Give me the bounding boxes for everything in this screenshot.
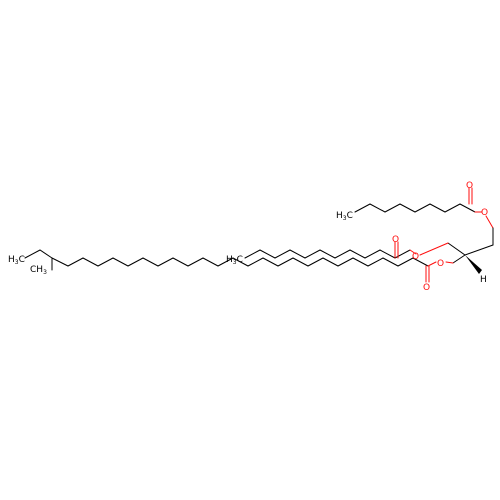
oxygen-carbonyl-decanoyl: O: [392, 235, 399, 245]
stereo-hydrogen: H: [480, 275, 487, 285]
oxygen-ester-long: O: [437, 259, 444, 269]
methyl-label-decanoyl: H3C: [226, 255, 243, 266]
long-acyl-chain: [24, 249, 437, 283]
methyl-label-ethyl: H3C: [8, 255, 25, 266]
oxygen-ester-octanoyl: O: [481, 208, 488, 218]
atom-labels: H3C H3C H3C CH3 O O O O O O H: [8, 181, 488, 293]
oxygen-ester-decanoyl: O: [412, 252, 419, 262]
oxygen-carbonyl-long: O: [423, 283, 430, 293]
oxygen-carbonyl-octanoyl: O: [466, 181, 473, 191]
octanoyl-chain: [354, 187, 483, 213]
glycerol-backbone: [419, 215, 494, 274]
methyl-label-octanoyl: H3C: [336, 211, 353, 222]
methyl-label-branch: CH3: [30, 265, 47, 276]
decanoyl-chain: [244, 241, 417, 259]
